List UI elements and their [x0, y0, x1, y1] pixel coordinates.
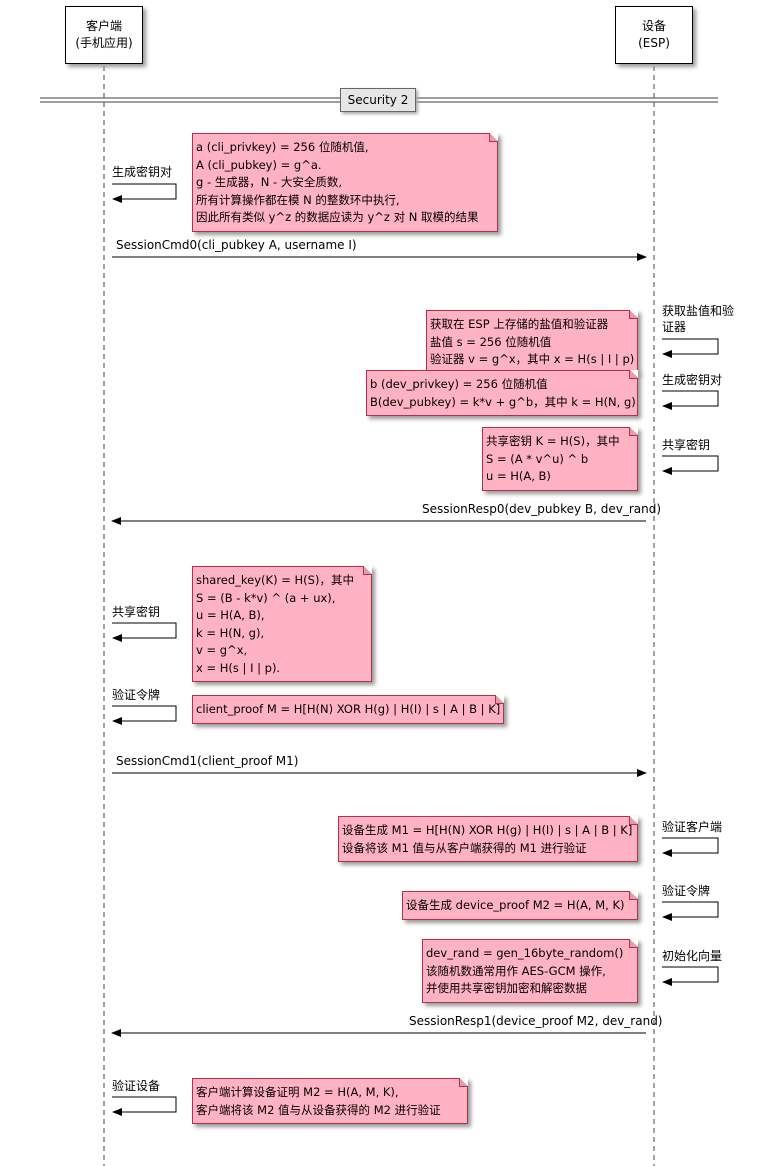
note-line: 设备生成 device_proof M2 = H(A, M, K): [406, 898, 625, 912]
participant-device-name: 设备: [641, 19, 666, 33]
self-label-init-vector: 初始化向量: [662, 949, 723, 963]
self-arrow-verify-token-device: [662, 901, 719, 921]
self-arrow-shared-key-device: [662, 455, 719, 475]
note-client-shared: shared_key(K) = H(S)，其中 S = (B - k*v) ^ …: [192, 566, 372, 682]
note-device-verify: 设备生成 M1 = H[H(N) XOR H(g) | H(I) | s | A…: [338, 816, 638, 862]
note-device-shared: 共享密钥 K = H(S)，其中 S = (A * v^u) ^ b u = H…: [482, 427, 638, 491]
note-line: client_proof M = H[H(N) XOR H(g) | H(I) …: [196, 702, 501, 716]
note-device-proof: 设备生成 device_proof M2 = H(A, M, K): [402, 891, 638, 920]
message-label-cmd1: SessionCmd1(client_proof M1): [116, 754, 299, 768]
note-line: dev_rand = gen_16byte_random(): [426, 946, 624, 960]
note-line: 客户端将该 M2 值与从设备获得的 M2 进行验证: [196, 1102, 441, 1117]
self-label-verify-token-client: 验证令牌: [112, 688, 161, 702]
note-line: b (dev_privkey) = 256 位随机值: [370, 377, 548, 391]
self-label-shared-key-device: 共享密钥: [662, 438, 711, 452]
self-label-get-salt-verifier-2: 证器: [662, 320, 687, 334]
divider-label: Security 2: [340, 88, 416, 112]
message-label-resp1: SessionResp1(device_proof M2, dev_rand): [409, 1014, 663, 1028]
note-line: g - 生成器，N - 大安全质数,: [196, 175, 342, 189]
participant-device-type: (ESP): [638, 36, 670, 50]
note-line: v = g^x,: [196, 643, 248, 657]
note-line: B(dev_pubkey) = k*v + g^b，其中 k = H(N, g): [370, 394, 636, 409]
note-line: shared_key(K) = H(S)，其中: [196, 573, 354, 587]
note-line: u = H(A, B),: [196, 608, 265, 622]
self-arrow-gen-keypair-device: [662, 390, 719, 410]
note-line: 所有计算操作都在模 N 的整数环中执行,: [196, 192, 400, 207]
note-line: 设备生成 M1 = H[H(N) XOR H(g) | H(I) | s | A…: [342, 823, 633, 837]
self-label-get-salt-verifier-1: 获取盐值和验: [662, 304, 735, 318]
participant-client: 客户端 (手机应用): [65, 6, 143, 64]
note-line: 客户端计算设备证明 M2 = H(A, M, K),: [196, 1085, 399, 1099]
participant-client-name: 客户端: [85, 19, 122, 33]
message-label-resp0: SessionResp0(dev_pubkey B, dev_rand): [422, 502, 662, 516]
note-line: 共享密钥 K = H(S)，其中: [486, 434, 620, 448]
note-line: 并使用共享密钥加密和解密数据: [426, 981, 587, 995]
self-arrow-verify-client: [662, 837, 719, 857]
self-label-verify-token-device: 验证令牌: [662, 884, 711, 898]
note-line: a (cli_privkey) = 256 位随机值,: [196, 140, 369, 154]
self-arrow-get-salt-verifier: [662, 338, 719, 358]
note-line: S = (B - k*v) ^ (a + ux),: [196, 590, 336, 605]
note-line: 获取在 ESP 上存储的盐值和验证器: [430, 317, 609, 331]
note-salt-verifier: 获取在 ESP 上存储的盐值和验证器 盐值 s = 256 位随机值 验证器 v…: [426, 310, 638, 374]
participant-device: 设备 (ESP): [615, 6, 693, 64]
note-line: 该随机数通常用作 AES-GCM 操作,: [426, 963, 606, 978]
self-arrow-gen-keypair-client: [112, 183, 177, 203]
self-arrow-shared-key-client: [112, 622, 177, 642]
note-line: 因此所有类似 y^z 的数据应读为 y^z 对 N 取模的结果: [196, 210, 479, 224]
note-line: 验证器 v = g^x，其中 x = H(s | I | p): [430, 352, 635, 366]
self-label-gen-keypair-device: 生成密钥对: [662, 373, 723, 387]
note-client-proof: client_proof M = H[H(N) XOR H(g) | H(I) …: [192, 695, 504, 724]
note-line: S = (A * v^u) ^ b: [486, 451, 589, 466]
note-line: k = H(N, g),: [196, 625, 265, 640]
note-line: 盐值 s = 256 位随机值: [430, 334, 552, 349]
note-dev-rand: dev_rand = gen_16byte_random() 该随机数通常用作 …: [422, 939, 638, 1003]
self-arrow-init-vector: [662, 966, 719, 986]
participant-client-type: (手机应用): [75, 36, 133, 50]
note-line: u = H(A, B): [486, 469, 551, 483]
note-line: 设备将该 M1 值与从客户端获得的 M1 进行验证: [342, 840, 587, 855]
self-arrow-verify-token-client: [112, 705, 177, 725]
self-label-shared-key-client: 共享密钥: [112, 605, 161, 619]
message-label-cmd0: SessionCmd0(cli_pubkey A, username I): [116, 238, 357, 252]
self-label-verify-device: 验证设备: [112, 1079, 161, 1093]
note-line: A (cli_pubkey) = g^a.: [196, 157, 322, 172]
note-device-keygen: b (dev_privkey) = 256 位随机值 B(dev_pubkey)…: [366, 370, 638, 416]
self-label-verify-client: 验证客户端: [662, 820, 723, 834]
note-client-keygen: a (cli_privkey) = 256 位随机值, A (cli_pubke…: [192, 133, 498, 232]
note-client-verify: 客户端计算设备证明 M2 = H(A, M, K), 客户端将该 M2 值与从设…: [192, 1078, 468, 1124]
note-line: x = H(s | I | p).: [196, 660, 281, 675]
self-arrow-verify-device: [112, 1096, 177, 1116]
self-label-gen-keypair-client: 生成密钥对: [112, 165, 173, 179]
